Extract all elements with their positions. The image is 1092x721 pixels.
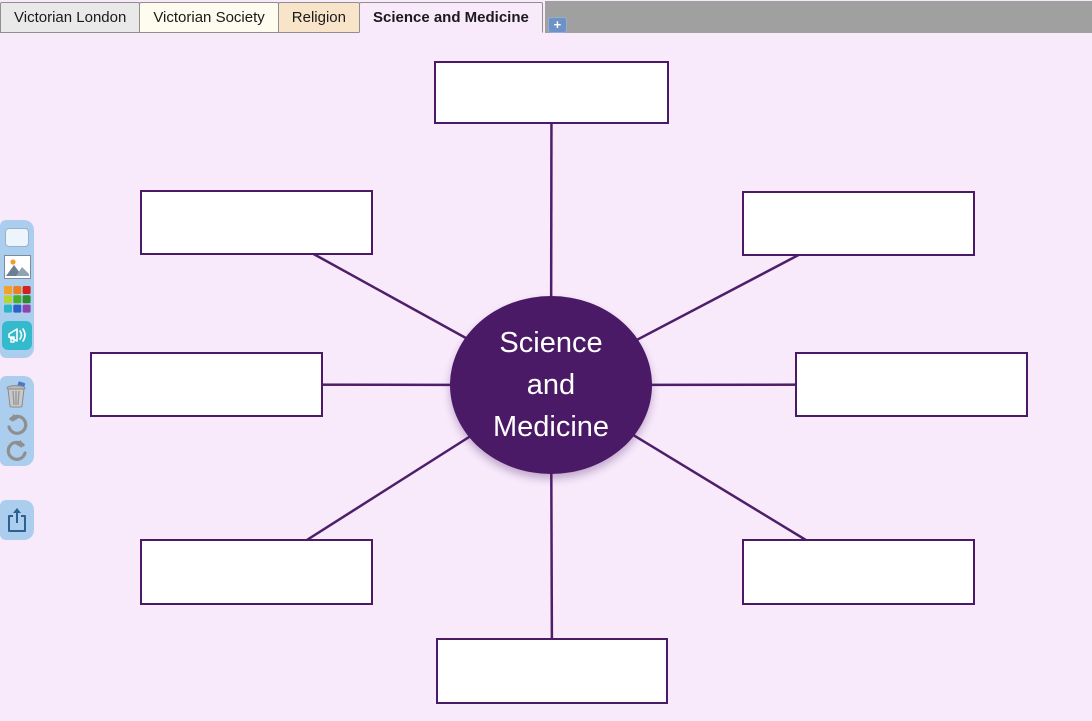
- mindmap-node[interactable]: [434, 61, 669, 124]
- share-export-icon: [8, 507, 26, 532]
- mindmap-center-topic[interactable]: Science and Medicine: [450, 296, 652, 474]
- tab-religion[interactable]: Religion: [277, 2, 360, 33]
- mindmap-node[interactable]: [90, 352, 323, 417]
- add-node-button[interactable]: [5, 227, 29, 247]
- tab-science-and-medicine[interactable]: Science and Medicine: [358, 2, 543, 33]
- tab-victorian-london[interactable]: Victorian London: [0, 2, 141, 33]
- image-icon: [3, 254, 31, 279]
- center-topic-label: Science and Medicine: [492, 327, 610, 443]
- delete-button[interactable]: [4, 381, 30, 408]
- tab-bar: Victorian London Victorian Society Religio…: [0, 0, 1092, 33]
- new-tab-button[interactable]: +: [547, 17, 567, 33]
- redo-icon: [6, 440, 27, 462]
- trash-icon: [6, 381, 26, 408]
- tab-label: Religion: [291, 9, 346, 26]
- insert-image-button[interactable]: [3, 254, 31, 279]
- tab-victorian-society[interactable]: Victorian Society: [139, 2, 279, 33]
- tab-strip: Victorian London Victorian Society Religio…: [0, 0, 543, 33]
- color-palette-icon: [3, 286, 31, 313]
- toolbar-export-group: [0, 500, 34, 540]
- export-button[interactable]: [6, 507, 28, 533]
- color-palette-button[interactable]: [3, 286, 31, 313]
- mindmap-canvas[interactable]: Science and Medicine: [0, 33, 1092, 721]
- mindmap-node[interactable]: [140, 190, 373, 255]
- tab-label: Science and Medicine: [372, 9, 529, 26]
- undo-button[interactable]: [5, 413, 29, 435]
- tab-bar-filler: +: [544, 1, 1092, 33]
- toolbar-create-group: [0, 220, 34, 358]
- record-audio-button[interactable]: [2, 321, 32, 351]
- mindmap-node[interactable]: [742, 539, 975, 605]
- redo-button[interactable]: [5, 439, 29, 462]
- mindmap-node[interactable]: [795, 352, 1028, 417]
- blank-node-icon: [5, 227, 29, 247]
- mindmap-node[interactable]: [436, 638, 668, 704]
- mindmap-node[interactable]: [742, 191, 975, 256]
- mindmap-node[interactable]: [140, 539, 373, 605]
- toolbar-edit-group: [0, 376, 34, 466]
- tab-label: Victorian Society: [153, 9, 265, 26]
- tab-label: Victorian London: [14, 9, 127, 26]
- undo-icon: [7, 413, 28, 435]
- megaphone-icon: [8, 327, 26, 343]
